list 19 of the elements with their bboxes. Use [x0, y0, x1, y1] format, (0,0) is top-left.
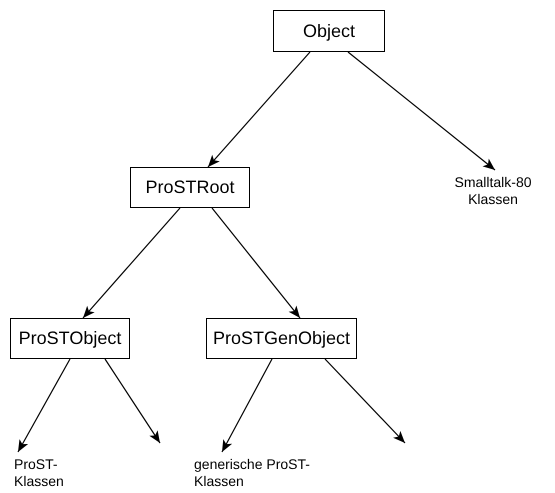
class-group-label: generische ProST- Klassen [194, 456, 310, 489]
class-name: ProSTObject [18, 328, 122, 349]
class-box [206, 318, 357, 359]
arrow [104, 358, 160, 444]
arrow [208, 52, 310, 168]
class-box [130, 167, 250, 208]
class-group-label: ProST- Klassen [14, 456, 64, 489]
class-name: ProSTGenObject [212, 328, 350, 349]
class-box [10, 318, 130, 359]
class-name: Object [302, 20, 356, 42]
arrow [212, 208, 300, 318]
arrow [17, 358, 71, 452]
arrow [82, 208, 180, 318]
class-name: ProSTRoot [145, 177, 235, 198]
class-group-label: Smalltalk-80 Klassen [454, 174, 532, 207]
class-box [273, 10, 385, 52]
arrow [348, 52, 496, 170]
arrow [221, 358, 273, 452]
arrow [324, 358, 406, 444]
